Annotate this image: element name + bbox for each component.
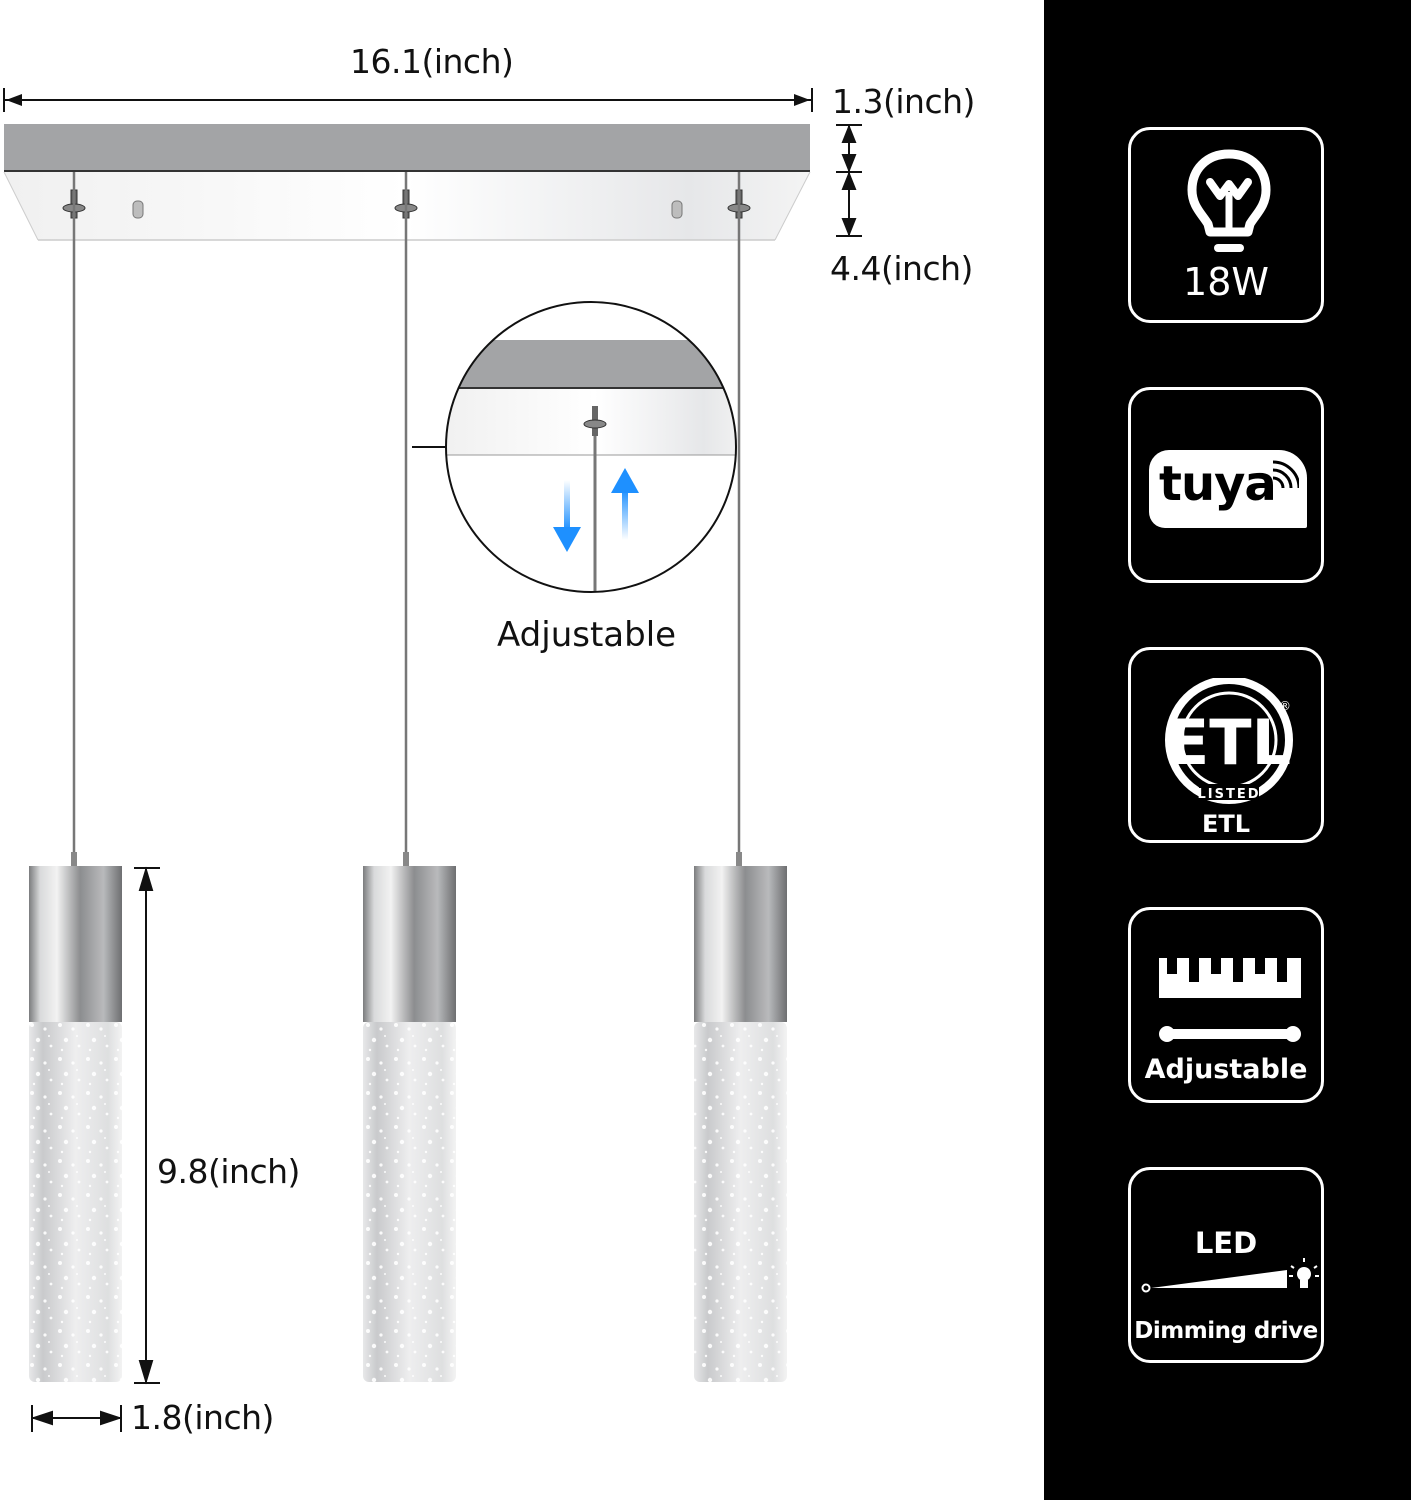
- feature-badge-etl: ETL LISTED ® ETL: [1128, 647, 1324, 843]
- feature-badge-power: 18W: [1128, 127, 1324, 323]
- pendant-2: [363, 852, 456, 1382]
- pendant-diameter-label: 1.8(inch): [131, 1398, 274, 1437]
- width-dimension-line: [3, 88, 813, 112]
- small-bulb-icon: [1289, 1258, 1319, 1288]
- feature-badge-adjustable: Adjustable: [1128, 907, 1324, 1103]
- power-label: 18W: [1183, 260, 1269, 304]
- svg-text:®: ®: [1279, 699, 1291, 713]
- wifi-signal-icon: [1272, 460, 1299, 488]
- width-label: 16.1(inch): [350, 42, 514, 81]
- dimension-diagram: 16.1(inch) 1.3(inch) 4.4(inch) Adjustabl…: [3, 42, 975, 1437]
- pendant-1: [29, 852, 122, 1382]
- tuya-logo-icon: tuya: [1149, 450, 1307, 528]
- pendant-height-dimension: [134, 866, 160, 1385]
- adjustable-feature-label: Adjustable: [1144, 1054, 1308, 1085]
- fixture-drawing: [3, 88, 862, 1432]
- listed-text: LISTED: [1197, 787, 1260, 802]
- canopy-depth-label: 4.4(inch): [830, 249, 973, 288]
- light-bulb-icon: [1187, 149, 1271, 252]
- canopy-height-label: 1.3(inch): [832, 82, 975, 121]
- etl-label: ETL: [1201, 810, 1251, 838]
- suspension-cables: [72, 172, 741, 858]
- etl-logo-text: ETL: [1167, 706, 1291, 779]
- led-title: LED: [1194, 1226, 1258, 1260]
- ruler-icon: [1159, 958, 1301, 1042]
- etl-listed-icon: ETL LISTED ®: [1165, 678, 1293, 804]
- pendant-height-label: 9.8(inch): [157, 1152, 300, 1191]
- canopy: [3, 124, 811, 241]
- pendant-diameter-dimension: [30, 1405, 123, 1432]
- adjustable-detail-callout: [412, 301, 737, 593]
- dimming-icon: [1141, 1258, 1319, 1293]
- adjustable-label: Adjustable: [497, 615, 677, 655]
- feature-panel: 18W tuya ETL LISTED ® ETL: [1044, 0, 1411, 1500]
- dimming-drive-label: Dimming drive: [1134, 1318, 1318, 1344]
- feature-badge-tuya: tuya: [1128, 387, 1324, 583]
- feature-badge-dimming: LED Dimming drive: [1128, 1167, 1324, 1363]
- canopy-height-dimension: [836, 124, 862, 237]
- pendant-3: [694, 852, 787, 1382]
